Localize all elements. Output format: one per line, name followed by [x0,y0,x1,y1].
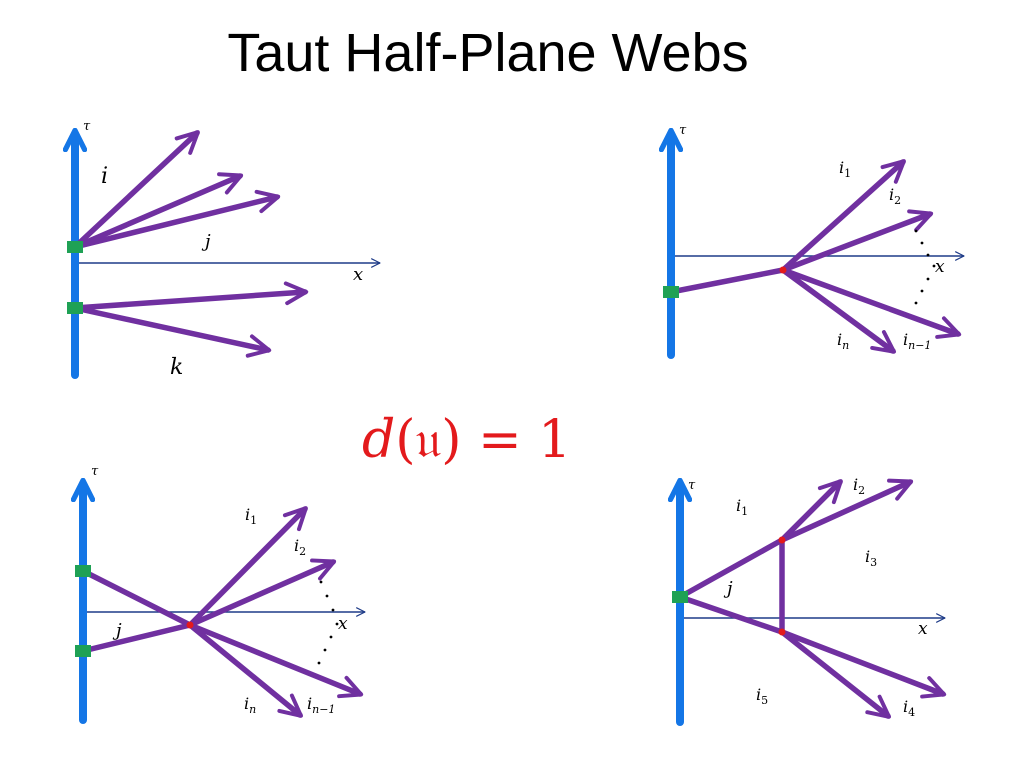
web-edge [80,568,193,628]
web-edge [668,267,786,295]
region-label-in-minus-1: in−1 [307,694,335,716]
region-label-in: in [244,694,256,716]
region-label-j: j [112,620,122,641]
web-edge [72,305,272,358]
x-label: x [338,614,348,634]
tau-label: τ [679,123,687,138]
region-label-in-minus-1: in−1 [903,330,931,352]
region-label-i1: i1 [245,505,257,527]
boundary-vertex [67,302,83,314]
web-edge [779,479,843,543]
region-label-i5: i5 [756,685,768,707]
web-edge [780,159,906,273]
region-label-i1: i1 [839,158,851,180]
panel-4: τ x j i1 i2 i3 i5 i4 [672,475,947,726]
boundary-vertex [75,645,91,657]
ellipsis-dots [914,229,936,305]
x-label: x [935,257,945,277]
x-label: x [918,619,928,639]
tau-label: τ [91,464,99,479]
interior-vertex [779,266,787,274]
web-edge [72,130,200,250]
region-label-i4: i4 [903,697,915,719]
web-edge [780,267,962,339]
region-label-j: j [723,578,733,599]
panel-3: τ x j i1 i2 in in−1 [75,464,366,724]
x-label: x [353,264,363,285]
web-edge [779,478,914,543]
web-edge [72,189,281,250]
web-edge [779,629,891,719]
web-edge [779,629,947,699]
region-label-i2: i2 [853,475,865,497]
web-edge [780,209,934,273]
region-label-i: i [101,164,108,189]
web-edge [187,622,303,718]
region-label-i2: i2 [294,536,306,558]
web-edge [677,537,785,600]
web-edge [780,267,896,354]
region-label-k: k [170,355,183,380]
web-edge [187,506,308,628]
interior-vertex [186,621,194,629]
web-edge [80,622,193,654]
ellipsis-dots [317,580,339,665]
region-label-i3: i3 [865,547,877,569]
web-edge [72,172,244,250]
boundary-vertex [75,565,91,577]
interior-vertex [778,536,786,544]
boundary-vertex [672,591,688,603]
web-edge [677,594,785,635]
web-edge [187,558,337,628]
slide-title: Taut Half-Plane Webs [227,23,749,83]
formula: d(𝔲) = 1 [362,410,571,470]
boundary-vertex [663,286,679,298]
region-label-in: in [837,330,849,352]
web-edge [72,281,309,311]
panel-2: τ x i1 i2 in in−1 [663,123,965,359]
web-edge [187,622,364,699]
region-label-i2: i2 [889,185,901,207]
region-label-i1: i1 [736,496,748,518]
tau-label: τ [83,119,91,134]
tau-label: τ [688,478,696,493]
interior-vertex [778,628,786,636]
panel-1: τ x i j k [67,119,381,380]
region-label-j: j [201,231,211,252]
boundary-vertex [67,241,83,253]
